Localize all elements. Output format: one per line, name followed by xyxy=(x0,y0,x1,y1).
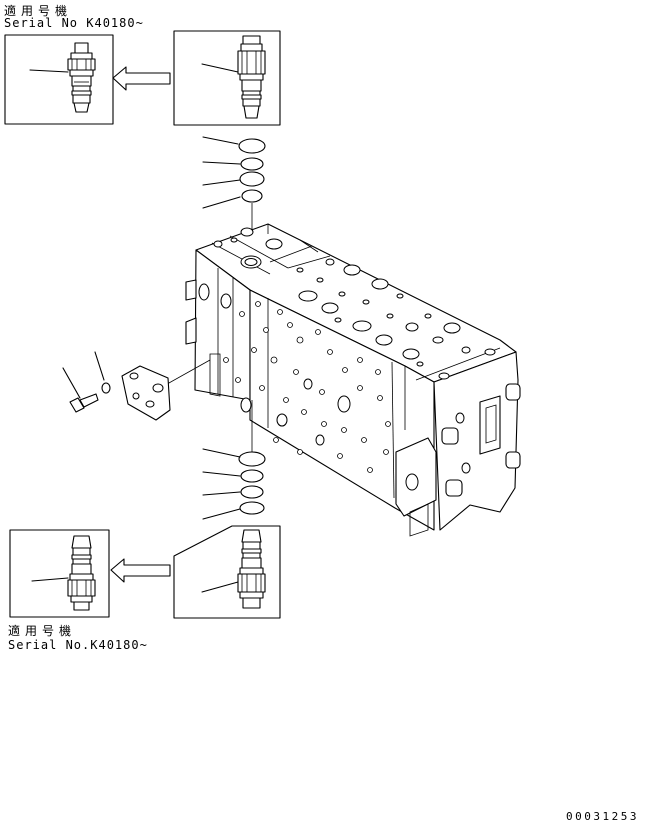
figure-code: 00031253 xyxy=(566,810,639,823)
serial-note-bottom: Serial No.K40180~ xyxy=(8,638,148,652)
valve-cartridge-top-left xyxy=(67,42,96,113)
arrow-left-icon xyxy=(110,558,171,583)
serial-note-top: Serial No K40180~ xyxy=(4,16,144,30)
arrow-left-icon xyxy=(112,66,171,91)
o-ring-stack-bottom xyxy=(202,400,266,520)
applicable-note-bottom: 適用号機 xyxy=(8,624,77,638)
detail-box-bottom-right xyxy=(173,525,281,619)
valve-cartridge-top-right xyxy=(237,35,266,119)
applicable-note-top: 適用号機 xyxy=(4,4,73,18)
detail-box-bottom-left xyxy=(9,529,110,618)
detail-box-top-right xyxy=(173,30,281,126)
valve-cartridge-bottom-left xyxy=(67,535,96,611)
mounting-bolt xyxy=(62,351,111,413)
end-cover-right xyxy=(395,383,521,537)
control-valve-body xyxy=(185,223,521,537)
top-ports xyxy=(213,227,496,380)
valve-cartridge-bottom-right xyxy=(237,529,266,609)
side-cover-plate xyxy=(121,359,211,421)
o-ring-stack-top xyxy=(202,136,266,255)
front-ports xyxy=(198,283,391,473)
detail-box-top-left xyxy=(4,34,114,125)
